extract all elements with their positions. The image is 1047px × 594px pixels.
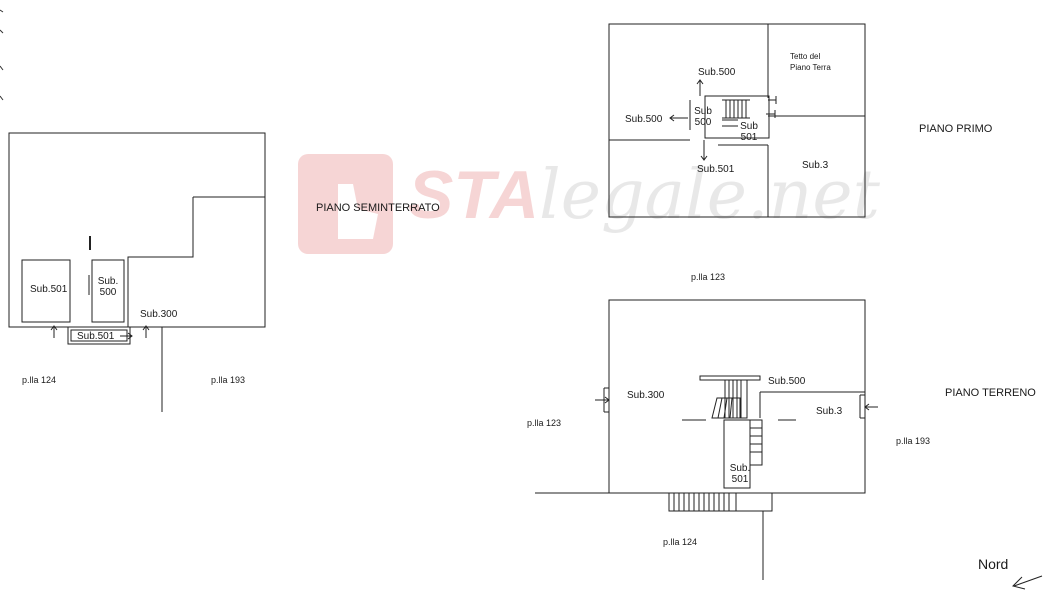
terreno-ground-floor-plan xyxy=(535,299,878,580)
primo-first-floor-plan xyxy=(608,23,866,218)
primo-sub500-left-label: Sub.500 xyxy=(625,114,663,125)
semi-plla193-label: p.lla 193 xyxy=(211,375,246,385)
primo-sub501-label: Sub.501 xyxy=(697,164,735,175)
terreno-plla123-left-label: p.lla 123 xyxy=(527,418,562,428)
north-label: Nord xyxy=(978,556,1009,572)
north-arrow-icon xyxy=(1012,575,1043,590)
primo-roof-label: Tetto del Piano Terra xyxy=(790,52,831,73)
primo-floor-title: PIANO PRIMO xyxy=(919,123,993,135)
semi-plla124-label: p.lla 124 xyxy=(22,375,57,385)
terreno-plla193-label: p.lla 193 xyxy=(896,436,931,446)
margin-marks xyxy=(0,9,4,101)
primo-sub3-label: Sub.3 xyxy=(802,160,829,171)
terreno-sub500-label: Sub.500 xyxy=(768,376,806,387)
terreno-plla124-label: p.lla 124 xyxy=(663,537,698,547)
terreno-sub3-label: Sub.3 xyxy=(816,406,843,417)
terreno-plla123-top-label: p.lla 123 xyxy=(691,272,726,282)
primo-sub501-stair-label: Sub 501 xyxy=(740,121,758,143)
staircase-icon xyxy=(722,99,750,127)
semi-corridor-sub501-label: Sub.501 xyxy=(77,331,115,342)
primo-sub500-top-label: Sub.500 xyxy=(698,67,736,78)
semi-basement-plan xyxy=(8,132,266,412)
primo-sub500-stair-label: Sub 500 xyxy=(694,106,712,128)
terreno-sub501-label: Sub. 501 xyxy=(729,463,751,485)
entrance-arrow-icon xyxy=(595,387,878,419)
semi-room-sub500-label: Sub. 500 xyxy=(97,276,119,298)
staircase-icon xyxy=(673,493,730,511)
terreno-sub300-label: Sub.300 xyxy=(627,390,665,401)
semi-room-sub501-label: Sub.501 xyxy=(30,284,68,295)
entrance-arrow-icon xyxy=(669,79,708,161)
terreno-floor-title: PIANO TERRENO xyxy=(945,387,1036,399)
semi-floor-title: PIANO SEMINTERRATO xyxy=(316,202,440,214)
entrance-arrow-icon xyxy=(50,325,150,340)
staircase-icon xyxy=(711,379,763,466)
semi-sub300-label: Sub.300 xyxy=(140,309,178,320)
